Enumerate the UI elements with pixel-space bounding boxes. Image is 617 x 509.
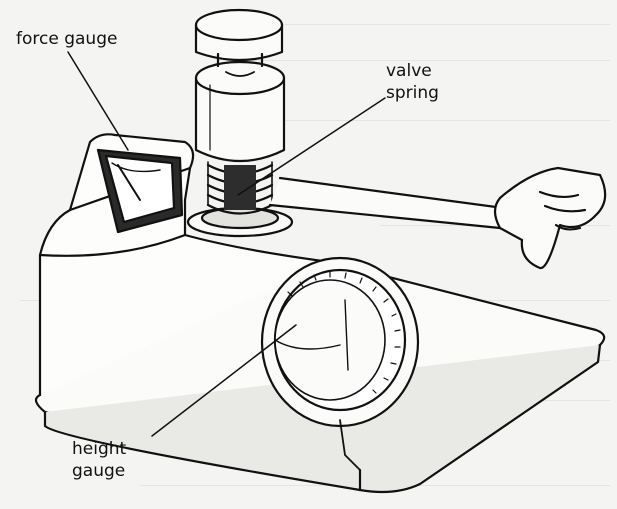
valve-spring-coils xyxy=(206,161,274,215)
height-gauge-label-line1: height xyxy=(72,439,127,459)
force-gauge-window xyxy=(96,148,184,234)
force-gauge-label: force gauge xyxy=(16,29,118,49)
height-gauge-dial xyxy=(260,256,420,471)
lever-arm xyxy=(268,176,520,230)
height-gauge-label-line2: gauge xyxy=(72,461,126,481)
valve-spring-label: valve spring xyxy=(386,60,439,104)
dial-ticks xyxy=(287,271,401,394)
leader-lines xyxy=(67,51,386,437)
valve-spring-label-line2: spring xyxy=(386,83,439,103)
height-gauge-label: height gauge xyxy=(72,438,126,482)
force-gauge-leader xyxy=(67,51,129,151)
valve-spring-label-line1: valve xyxy=(386,61,432,81)
spring-seat xyxy=(186,206,294,238)
valve-spring-leader xyxy=(237,97,386,196)
plunger-head xyxy=(194,60,286,163)
height-gauge-leader xyxy=(151,324,297,437)
top-knob xyxy=(194,8,284,68)
hand xyxy=(493,166,607,270)
